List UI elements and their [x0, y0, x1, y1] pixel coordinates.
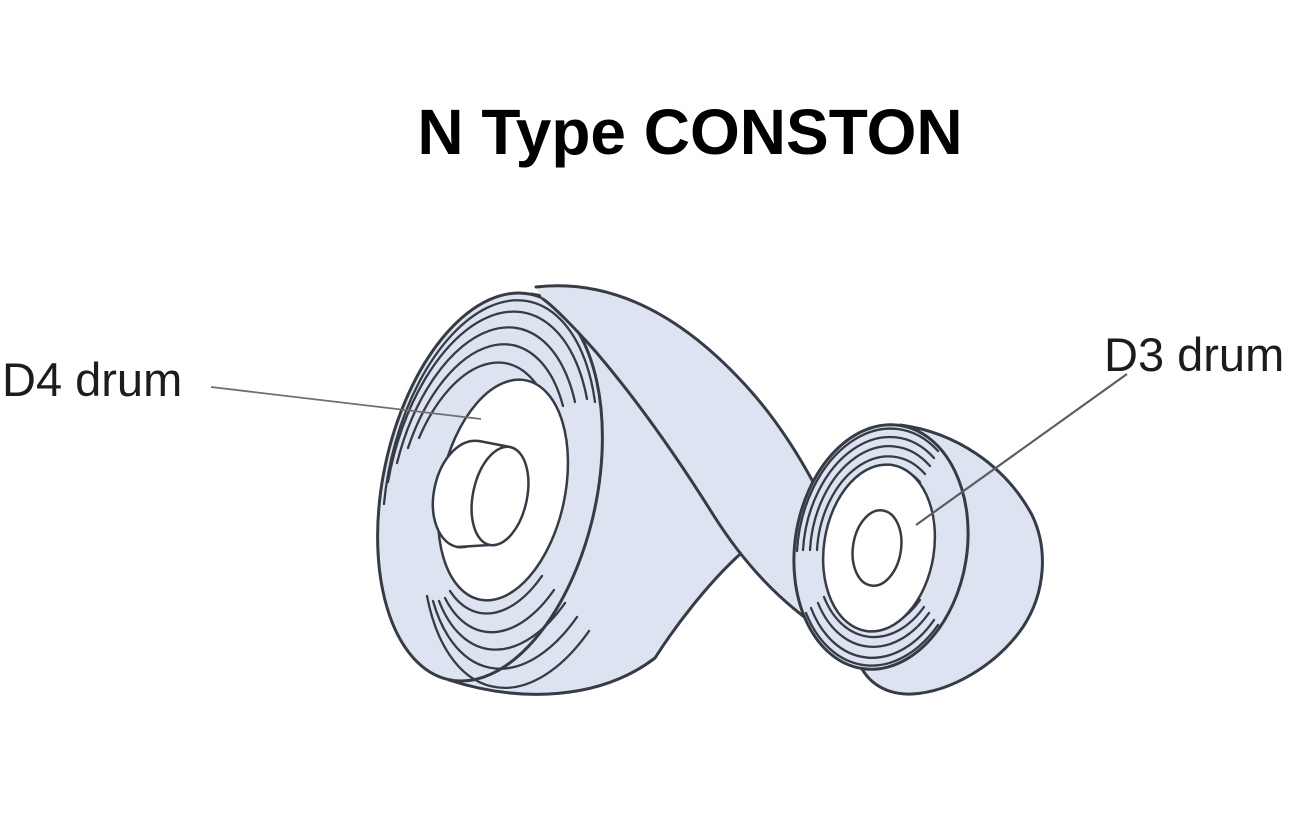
d3-center-hole — [851, 509, 903, 587]
diagram-title: N Type CONSTON — [417, 96, 963, 168]
spring-band-fill — [536, 285, 860, 636]
d4-coil-arc — [425, 594, 591, 689]
d3-body-outline — [860, 423, 1044, 696]
d4-coil-arc — [431, 599, 579, 670]
d3-drum — [792, 423, 1044, 696]
label-d4-drum: D4 drum — [2, 353, 183, 406]
d4-hub-front — [470, 445, 530, 547]
d4-hub-bottom-edge — [455, 543, 492, 549]
d3-coil-arc — [809, 606, 936, 659]
d4-coil-arc — [406, 343, 565, 450]
d3-coil-arc — [804, 611, 940, 667]
d4-coil-arc — [395, 326, 577, 465]
label-d3-drum: D3 drum — [1104, 328, 1285, 381]
leader-line-d4 — [210, 386, 482, 420]
d4-coil-arc — [386, 310, 589, 484]
d3-coil-arc — [815, 455, 927, 552]
d4-coil-arc — [448, 574, 544, 615]
d4-coil-arc — [443, 588, 556, 634]
d3-coil-arc — [816, 601, 931, 648]
leader-line-d3 — [915, 373, 1128, 526]
d3-coil-arc — [822, 595, 926, 639]
d4-coil-arc — [382, 299, 597, 506]
d4-coil-arc — [437, 599, 567, 651]
d3-coil-arc — [795, 427, 940, 553]
spring-band-lower-edge — [541, 297, 832, 637]
d3-coil-arc — [801, 435, 936, 552]
d3-coil-arc — [808, 445, 932, 552]
